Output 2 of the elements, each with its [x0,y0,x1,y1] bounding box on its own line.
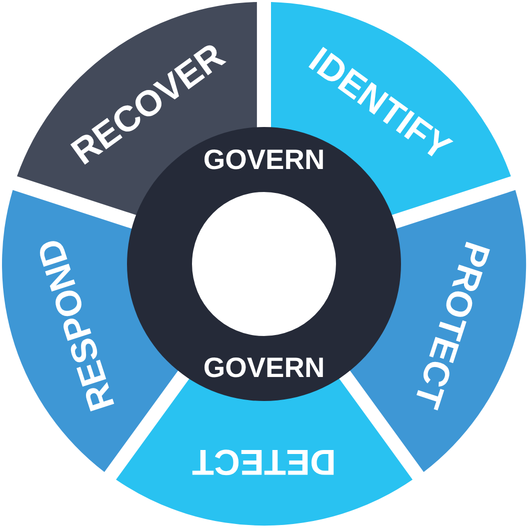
ring-label: GOVERN [203,354,325,382]
segment-label: DETECT [192,444,336,480]
